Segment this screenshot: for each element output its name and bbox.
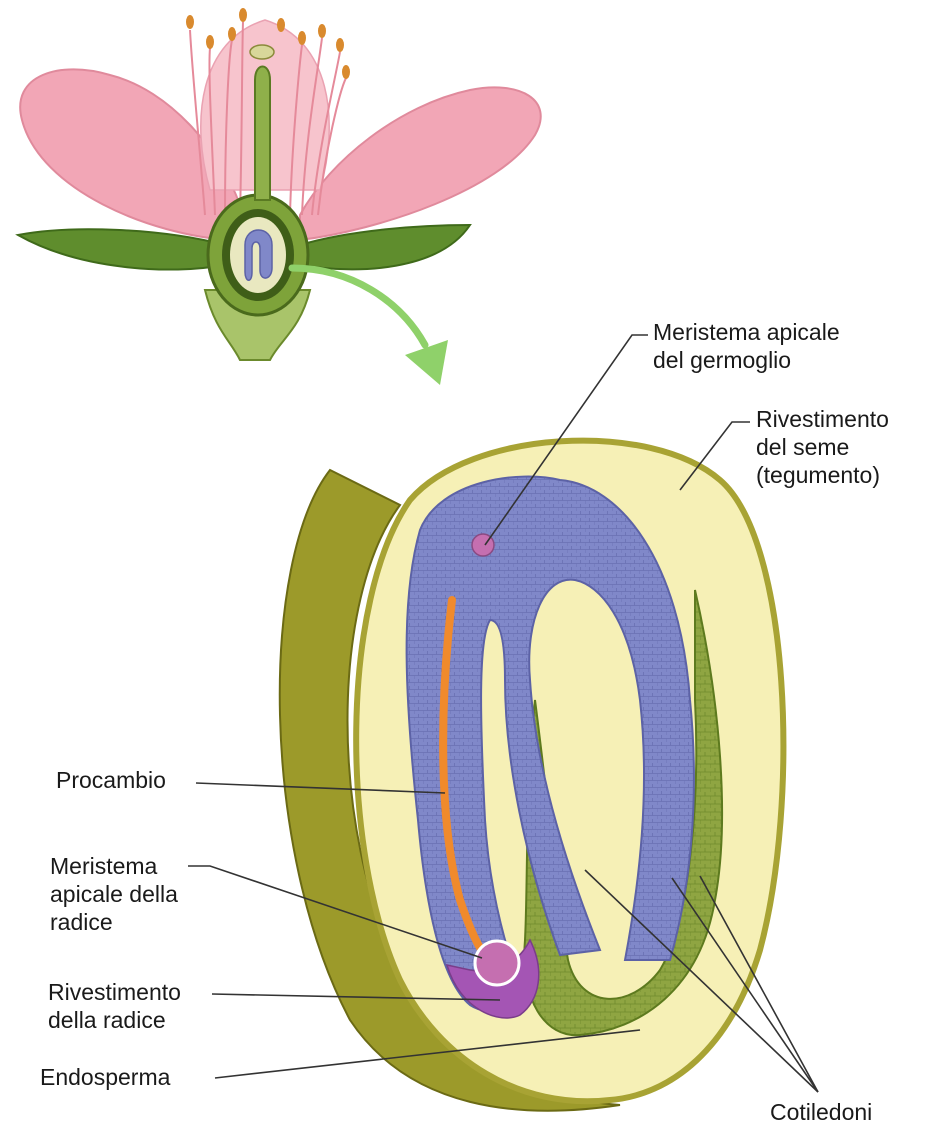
- seed-section: [280, 441, 784, 1111]
- zoom-arrow: [292, 268, 425, 345]
- label-endosperm: Endosperma: [40, 1063, 170, 1091]
- label-shoot-meristem: Meristema apicale del germoglio: [653, 318, 840, 374]
- label-procambium: Procambio: [56, 766, 166, 794]
- label-root-cap: Rivestimento della radice: [48, 978, 181, 1034]
- label-seed-coat: Rivestimento del seme (tegumento): [756, 405, 889, 489]
- label-cotyledons: Cotiledoni: [770, 1098, 872, 1126]
- flower-illustration: [18, 8, 541, 385]
- root-meristem: [475, 941, 519, 985]
- label-root-meristem: Meristema apicale della radice: [50, 852, 178, 936]
